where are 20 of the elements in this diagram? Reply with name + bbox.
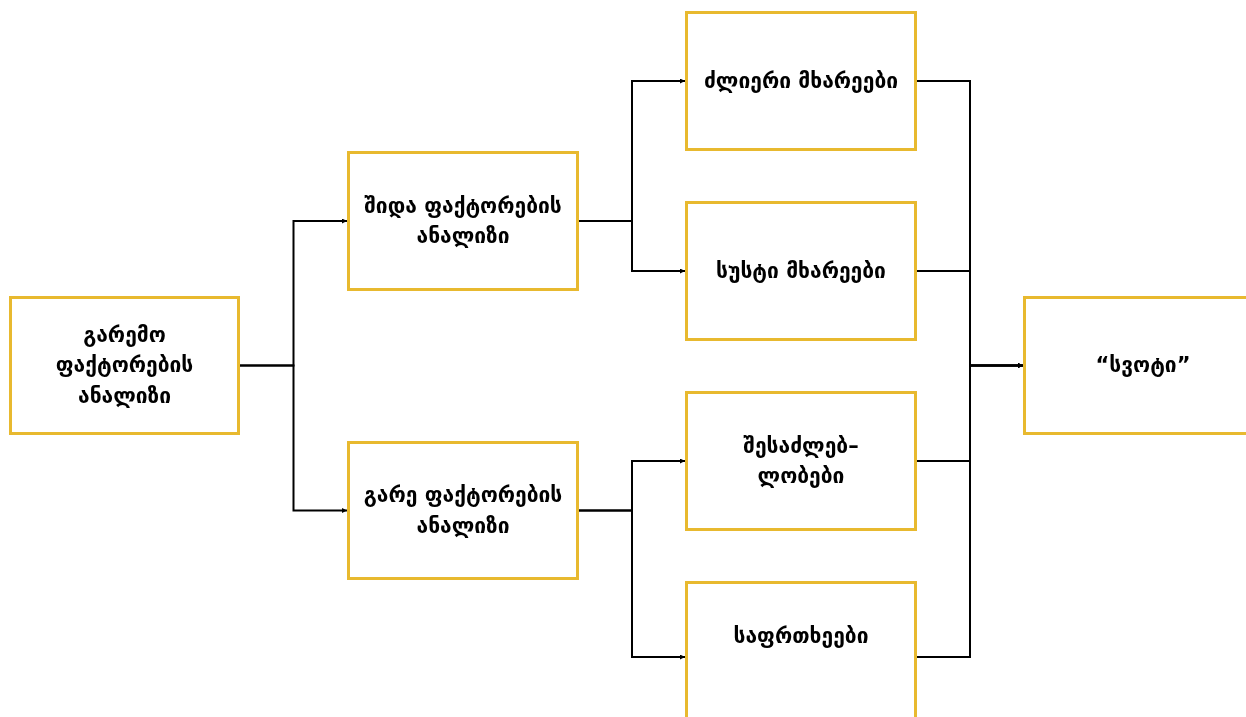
process-box (9, 296, 240, 435)
box-label: შესაძლებ– ლობები (742, 432, 860, 490)
box-label: “სვოტი” (1094, 352, 1192, 380)
box-label: გარე ფაქტორების ანალიზი (362, 482, 564, 540)
box-label: შიდა ფაქტორების ანალიზი (363, 192, 563, 250)
connector-arrow (578, 509, 686, 660)
process-box (1023, 296, 1246, 435)
connector-arrow (578, 220, 686, 274)
box-label: ძლიერი მხარეები (702, 67, 900, 95)
process-box (685, 581, 917, 717)
process-box (347, 151, 579, 291)
connector-arrow (239, 364, 348, 513)
process-box (685, 201, 917, 341)
box-label: სუსტი მხარეები (715, 257, 887, 285)
process-box (685, 391, 917, 531)
process-box (685, 11, 917, 151)
process-box (347, 441, 579, 580)
box-label: გარემო ფაქტორების ანალიზი (54, 321, 195, 410)
box-label: საფრთხეები (732, 622, 870, 650)
connector-arrow (916, 363, 1024, 658)
